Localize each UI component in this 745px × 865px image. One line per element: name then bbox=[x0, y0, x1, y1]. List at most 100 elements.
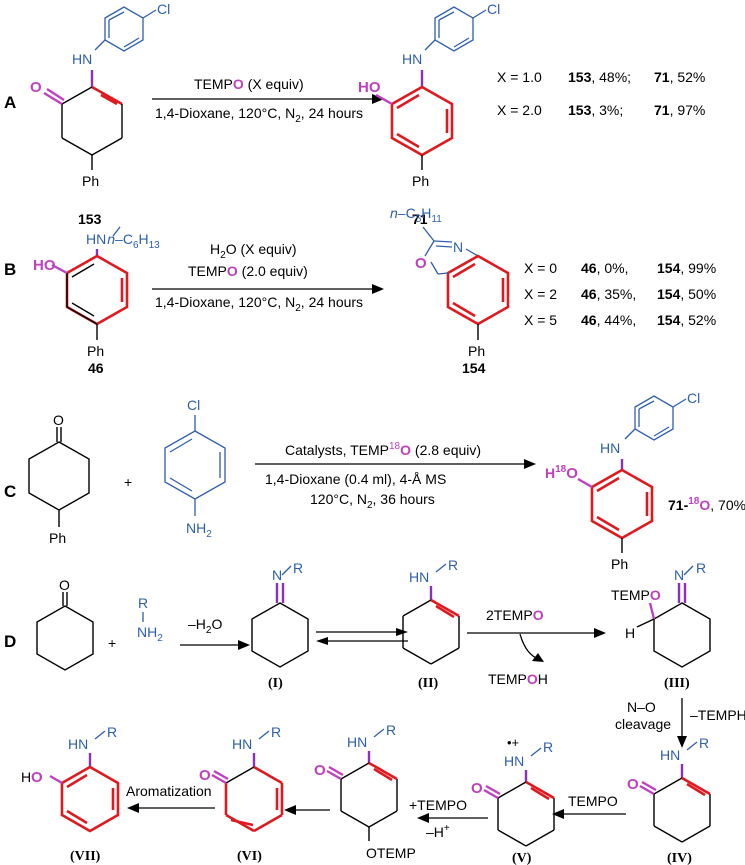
oxazole-nitrogen: N bbox=[453, 239, 463, 255]
product-71-18o-aryl bbox=[624, 395, 687, 441]
amine-hn-v: HN bbox=[504, 753, 524, 769]
hydroxyl-71: HO bbox=[358, 79, 381, 96]
chloro-label-c: Cl bbox=[187, 397, 200, 413]
arrow-d3-head bbox=[594, 628, 606, 638]
arrow-b-head bbox=[372, 284, 384, 294]
reagent-b-water: H2O (X equiv) bbox=[210, 241, 297, 261]
svg-text:71, 97%: 71, 97% bbox=[654, 102, 705, 118]
svg-text:154, 99%: 154, 99% bbox=[657, 260, 716, 276]
intermediate-vii bbox=[49, 730, 120, 833]
intermediate-v bbox=[483, 747, 555, 847]
arrow-d5-head bbox=[552, 809, 564, 819]
imine-n-iii: N bbox=[674, 567, 684, 583]
arrow-d8-head bbox=[127, 803, 139, 813]
svg-text:154, 50%: 154, 50% bbox=[657, 286, 716, 302]
compound-46-label: 46 bbox=[88, 360, 104, 376]
reagent-2tempo: 2TEMPO bbox=[486, 607, 544, 623]
panel-label-a: A bbox=[4, 93, 16, 112]
intermediate-iv bbox=[639, 741, 711, 843]
svg-text:46, 0%,: 46, 0%, bbox=[581, 260, 628, 276]
chloro-label-71-18o: Cl bbox=[687, 390, 700, 406]
chloro-label-71: Cl bbox=[487, 1, 500, 17]
label-i: (I) bbox=[268, 676, 283, 691]
minus-temph: –TEMPH bbox=[690, 707, 745, 723]
radical-cation: •+ bbox=[507, 735, 519, 750]
conditions-b: 1,4-Dioxane, 120°C, N2, 24 hours bbox=[155, 294, 363, 314]
intermediate-vi bbox=[211, 730, 284, 833]
svg-text:X = 5: X = 5 bbox=[524, 312, 557, 328]
chloro-label: Cl bbox=[157, 1, 170, 17]
ketone-oxygen-c: O bbox=[53, 412, 64, 428]
label-iv: (IV) bbox=[667, 851, 692, 865]
svg-text:154, 52%: 154, 52% bbox=[657, 312, 716, 328]
conditions-a: 1,4-Dioxane, 120°C, N2, 24 hours bbox=[155, 105, 363, 125]
reagent-c: Catalysts, TEMP18O (2.8 equiv) bbox=[285, 441, 481, 458]
start-153-aryl bbox=[94, 6, 157, 52]
conditions-c-line3: 120°C, N2, 36 hours bbox=[310, 491, 435, 511]
intermediate-iii bbox=[636, 565, 711, 668]
arrow-c-head bbox=[524, 459, 536, 469]
reagent-a: TEMPO (X equiv) bbox=[194, 76, 304, 92]
svg-text:153, 3%;: 153, 3%; bbox=[568, 102, 623, 118]
plus-tempo: +TEMPO bbox=[409, 797, 467, 813]
amine-label-71-18o: HN bbox=[600, 440, 620, 456]
label-vii: (VII) bbox=[70, 849, 101, 864]
amine-hn-vii: HN bbox=[68, 736, 88, 752]
chain-start-46: HNn–C6H13 bbox=[86, 231, 160, 251]
d-cyclohexanone bbox=[36, 592, 94, 671]
svg-text:X = 0: X = 0 bbox=[524, 260, 557, 276]
intermediate-i bbox=[251, 565, 309, 668]
phenyl-label-154: Ph bbox=[468, 343, 485, 359]
amine-r-vi: R bbox=[271, 724, 281, 740]
label-ii: (II) bbox=[418, 676, 439, 691]
enamine-hn-iv: HN bbox=[660, 747, 680, 763]
panel-label-b: B bbox=[4, 260, 16, 279]
label-vi: (VI) bbox=[237, 849, 262, 864]
phenyl-label-71-18o: Ph bbox=[611, 556, 628, 572]
product-71-18o-ring bbox=[577, 459, 654, 553]
amine-label: HN bbox=[72, 51, 92, 67]
start-46-ring bbox=[51, 249, 129, 340]
amine-nh2-c: NH2 bbox=[186, 520, 212, 540]
arrow-d6-head bbox=[417, 813, 429, 823]
otemp-label: OTEMP bbox=[366, 845, 416, 861]
hydroxyl-h-vii: H bbox=[21, 769, 31, 785]
ketone-oxygen: O bbox=[30, 79, 42, 96]
intermediate-ii bbox=[402, 563, 460, 665]
svg-text:71, 52%: 71, 52% bbox=[654, 69, 705, 85]
d-amine-nh2: NH2 bbox=[137, 624, 163, 644]
minus-water: –H2O bbox=[188, 616, 222, 636]
svg-text:X = 2: X = 2 bbox=[524, 286, 557, 302]
ketone-oxygen-vi: O bbox=[199, 767, 211, 784]
reactant-chloroaniline bbox=[164, 415, 226, 516]
compound-153-label: 153 bbox=[78, 211, 102, 227]
panel-label-d: D bbox=[4, 632, 16, 651]
hydroxyl-46: HO bbox=[33, 257, 56, 274]
amine-r-vii: R bbox=[107, 724, 117, 740]
ketone-oxygen-v: O bbox=[471, 780, 483, 797]
amine-label-71: HN bbox=[402, 51, 422, 67]
no-cleavage-1: N–O bbox=[627, 699, 656, 715]
amine-hn-otemp: HN bbox=[347, 734, 367, 750]
amine-r-otemp: R bbox=[386, 722, 396, 738]
minus-h: –H+ bbox=[426, 823, 450, 840]
d-amine-r: R bbox=[138, 595, 148, 611]
arrow-d7-head bbox=[284, 805, 296, 815]
product-71-aryl bbox=[424, 6, 487, 52]
reactant-cyclohexanone-ph bbox=[28, 427, 90, 527]
phenyl-label-46: Ph bbox=[87, 343, 104, 359]
tempo-on-iii: TEMPO bbox=[611, 587, 661, 603]
svg-text:X = 2.0: X = 2.0 bbox=[497, 102, 542, 118]
plus-d: + bbox=[108, 635, 116, 651]
ketone-oxygen-iv: O bbox=[627, 776, 639, 793]
results-b: X = 0 46, 0%, 154, 99% X = 2 46, 35%, 15… bbox=[524, 260, 716, 328]
imine-r-i: R bbox=[293, 560, 303, 576]
imine-r-iii: R bbox=[696, 560, 706, 576]
d-ketone-oxygen: O bbox=[59, 577, 70, 593]
amine-hn-vi: HN bbox=[232, 736, 252, 752]
compound-71-label: 71 bbox=[412, 211, 428, 227]
aromatization-label: Aromatization bbox=[126, 783, 212, 799]
chain-bond-46 bbox=[112, 226, 121, 237]
compound-71-18o-label: 71-18O, 70% bbox=[668, 496, 745, 513]
